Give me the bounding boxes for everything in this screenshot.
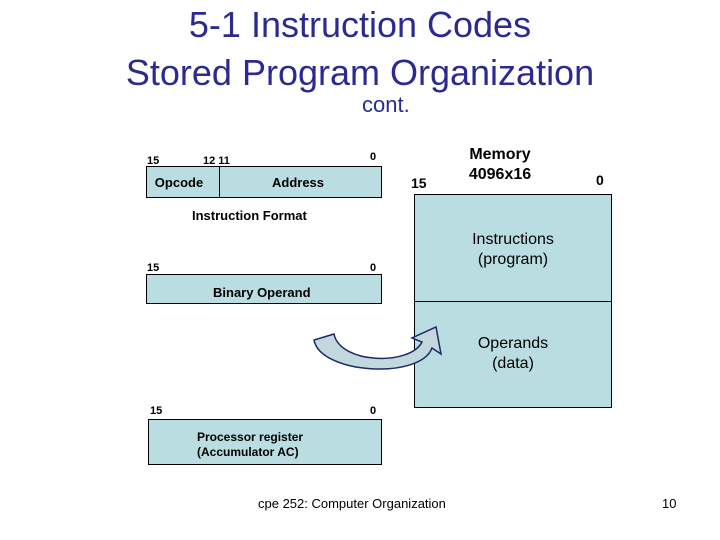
slide-title-line1: 5-1 Instruction Codes: [188, 4, 532, 45]
memory-bit-0: 0: [596, 172, 604, 188]
opcode-address-divider: [219, 167, 220, 197]
operand-bit-0: 0: [370, 262, 377, 274]
opcode-label: Opcode: [154, 174, 204, 190]
memory-box: Instructions (program) Operands (data): [414, 194, 612, 408]
transfer-arrow: [313, 325, 443, 370]
memory-instructions-region: Instructions (program): [472, 231, 554, 268]
processor-register-label: Processor register (Accumulator AC): [197, 430, 304, 459]
page-number: 10: [662, 496, 677, 511]
address-label: Address: [271, 174, 325, 190]
curved-arrow-icon: [313, 325, 443, 370]
memory-heading: Memory 4096x16: [468, 146, 532, 183]
instruction-format-caption: Instruction Format: [192, 208, 307, 223]
binary-operand-caption: Binary Operand: [213, 285, 311, 300]
register-bit-15: 15: [150, 405, 163, 417]
memory-section-divider: [415, 301, 611, 302]
instruction-bit-0: 0: [370, 151, 377, 163]
footer-course: cpe 252: Computer Organization: [258, 496, 446, 511]
instruction-format-box: Opcode Address: [146, 166, 382, 198]
register-bit-0: 0: [370, 405, 377, 417]
memory-operands-region: Operands (data): [477, 335, 549, 372]
binary-operand-box: Binary Operand: [146, 274, 382, 304]
slide-title-line2: Stored Program Organization: [125, 52, 595, 93]
instruction-bit-15: 15: [147, 155, 160, 167]
slide-title-cont: cont.: [362, 92, 410, 117]
processor-register-box: Processor register (Accumulator AC): [148, 419, 382, 465]
operand-bit-15: 15: [147, 262, 160, 274]
memory-bit-15: 15: [411, 175, 427, 191]
instruction-bit-12-11: 12 11: [203, 155, 230, 167]
